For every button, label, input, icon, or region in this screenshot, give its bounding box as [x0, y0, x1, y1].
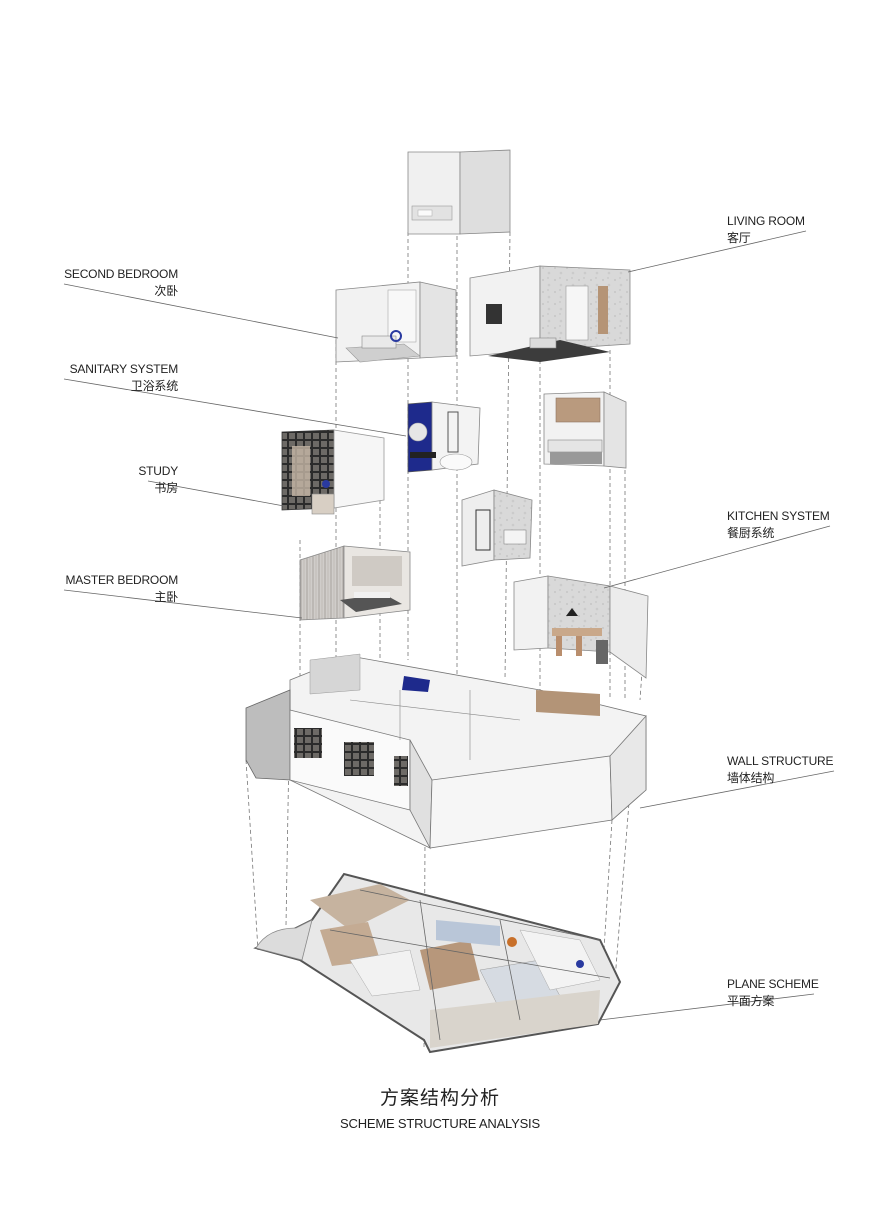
living-room-module: [469, 265, 631, 362]
kitchen-upper-module: [543, 391, 627, 469]
master-bedroom-module: [299, 545, 411, 621]
title-english: SCHEME STRUCTURE ANALYSIS: [340, 1116, 540, 1131]
label-second-bedroom: SECOND BEDROOM 次卧: [64, 267, 178, 298]
title-chinese: 方案结构分析: [379, 1087, 500, 1109]
shower-module: [461, 489, 533, 567]
label-sanitary-system: SANITARY SYSTEM 卫浴系统: [69, 362, 179, 393]
second-bedroom-module: [335, 281, 457, 363]
label-plane-scheme: PLANE SCHEME 平面方案: [727, 977, 819, 1008]
wall-structure-module: [245, 653, 647, 850]
label-master-bedroom: MASTER BEDROOM 主卧: [65, 573, 178, 604]
label-wall-structure: WALL STRUCTURE 墙体结构: [727, 754, 834, 785]
kitchen-dining-module: [513, 575, 649, 679]
sanitary-module: [407, 401, 481, 473]
study-module: [281, 429, 385, 515]
diagram-title: 方案结构分析 SCHEME STRUCTURE ANALYSIS: [0, 1083, 880, 1131]
label-living-room: LIVING ROOM 客厅: [727, 214, 805, 245]
top-block: [407, 149, 511, 235]
label-study: STUDY 书房: [138, 464, 178, 495]
plane-scheme-module: [253, 872, 622, 1054]
leader-lines: [63, 230, 835, 1021]
label-kitchen-system: KITCHEN SYSTEM 餐厨系统: [727, 509, 830, 540]
